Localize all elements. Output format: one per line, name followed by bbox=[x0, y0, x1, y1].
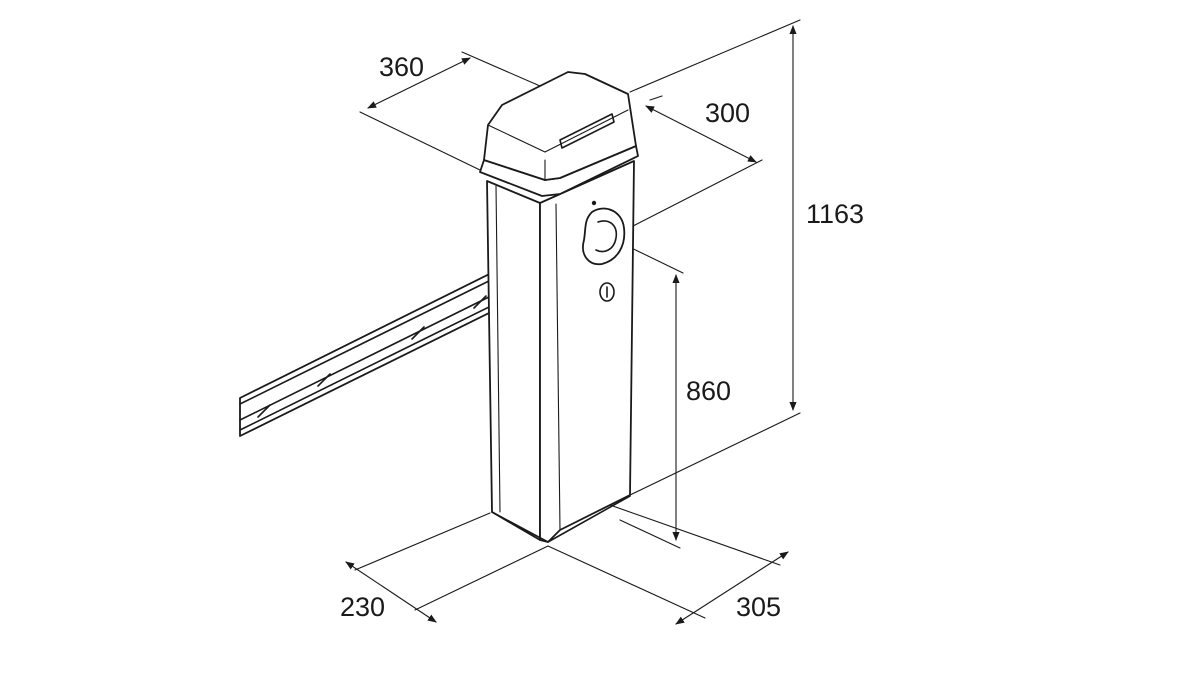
boom-hub bbox=[582, 200, 626, 266]
dim-label-total-height: 1163 bbox=[806, 199, 864, 229]
dim-label-cabinet-width: 360 bbox=[379, 52, 424, 82]
dim-label-cabinet-depth: 300 bbox=[705, 98, 750, 128]
cabinet-lid bbox=[479, 71, 639, 197]
key-lock-icon bbox=[599, 282, 615, 302]
dimension-lines bbox=[345, 25, 797, 625]
dim-label-base-width: 230 bbox=[340, 592, 385, 622]
dim-label-boom-height: 860 bbox=[686, 376, 731, 406]
dim-label-base-depth: 305 bbox=[736, 592, 781, 622]
